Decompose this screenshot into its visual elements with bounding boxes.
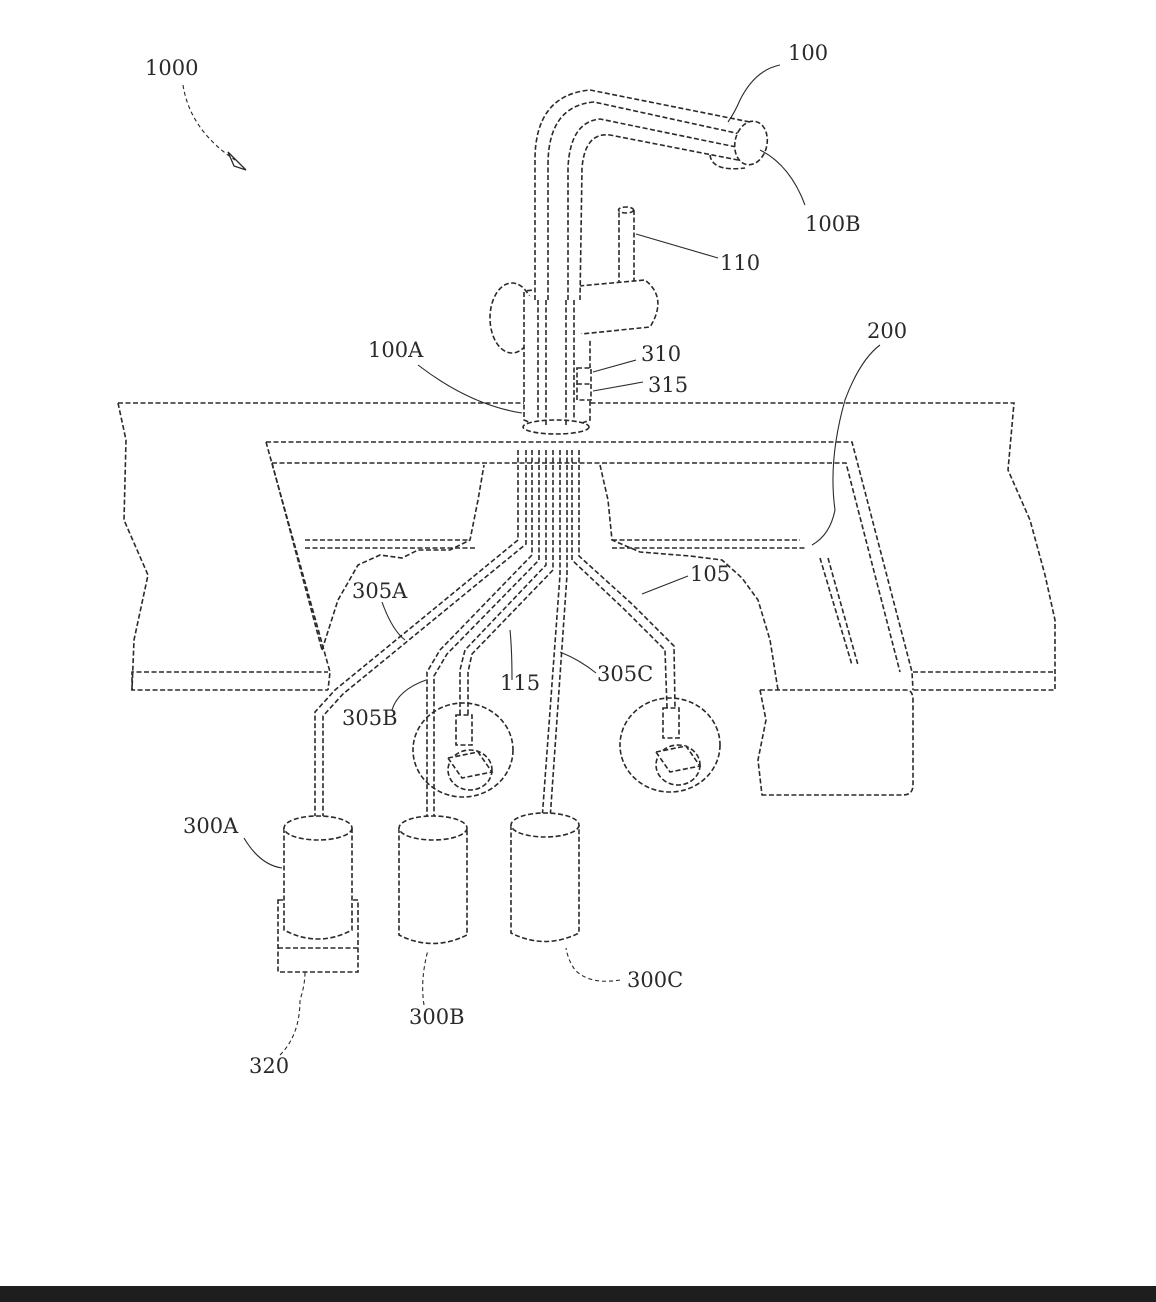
label-315: 315 (648, 373, 688, 397)
label-100: 100 (788, 41, 828, 65)
label-305b: 305B (342, 706, 398, 730)
container-300b (398, 815, 468, 945)
bottom-bar (0, 1286, 1156, 1302)
label-100a: 100A (368, 338, 424, 362)
shutoff-valve-right (619, 697, 721, 793)
label-105: 105 (690, 562, 730, 586)
faucet (489, 89, 769, 435)
label-200: 200 (867, 319, 907, 343)
arrowhead-icon (227, 151, 247, 171)
label-115: 115 (500, 671, 540, 695)
sink (265, 441, 914, 796)
tubes (314, 450, 676, 825)
container-300c (510, 812, 580, 943)
label-110: 110 (720, 251, 760, 275)
label-310: 310 (641, 342, 681, 366)
label-100b: 100B (805, 212, 861, 236)
label-300a: 300A (183, 814, 239, 838)
leader-lines (182, 64, 881, 1056)
countertop (117, 402, 1056, 691)
label-305c: 305C (597, 662, 653, 686)
label-305a: 305A (352, 579, 408, 603)
label-320: 320 (249, 1054, 289, 1078)
label-1000: 1000 (145, 56, 198, 80)
reference-labels: 1000 100 100B 110 200 100A 310 315 305A … (145, 41, 907, 1078)
shutoff-valve-left (412, 702, 514, 798)
label-300b: 300B (409, 1005, 465, 1029)
container-300a (277, 815, 359, 973)
label-300c: 300C (627, 968, 683, 992)
